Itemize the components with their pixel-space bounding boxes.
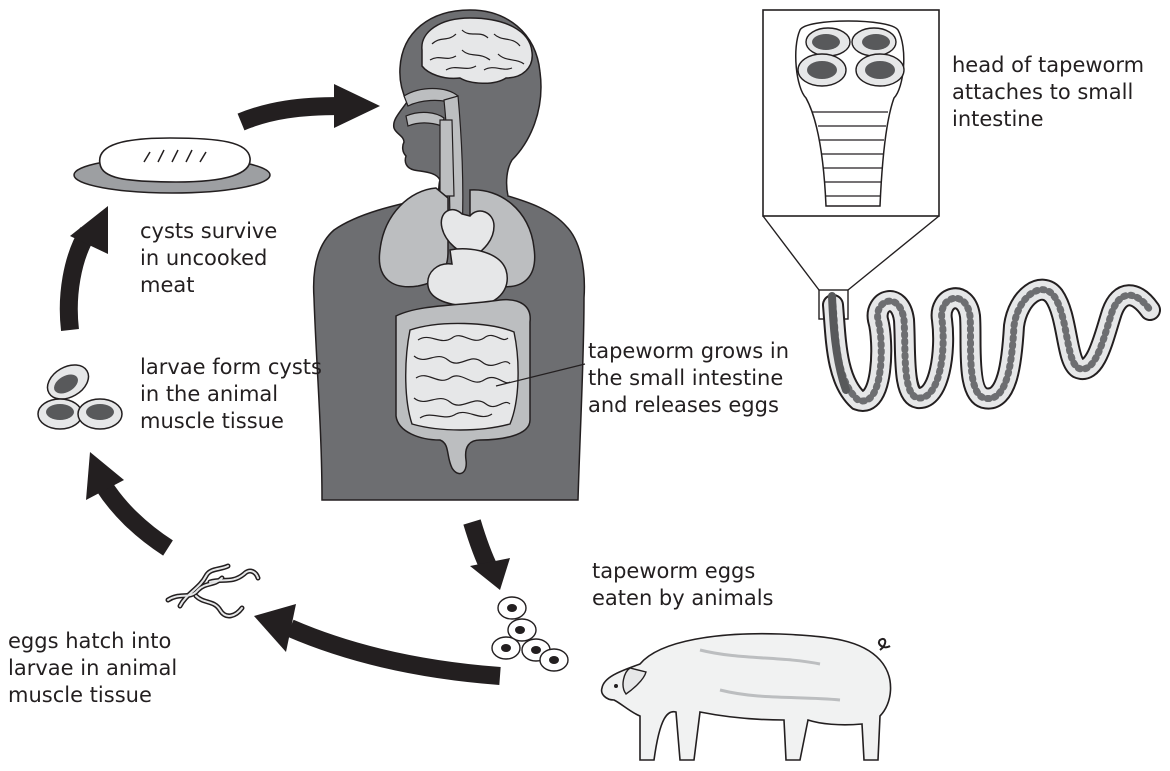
arrow-human-to-eggs [470, 522, 510, 590]
pig-body [602, 634, 891, 760]
egg-5 [540, 649, 568, 671]
label-tapeworm-grows: tapeworm grows in the small intestine an… [588, 338, 789, 419]
egg-1 [498, 597, 526, 619]
cyst-2 [38, 399, 82, 429]
egg-3 [492, 637, 520, 659]
zoom-line-right [848, 216, 939, 290]
sucker-2 [852, 28, 896, 56]
tapeworm-eggs [492, 597, 568, 671]
human-body [314, 10, 585, 500]
sucker-4 [856, 54, 904, 86]
label-larvae-form-cysts: larvae form cysts in the animal muscle t… [140, 354, 322, 435]
arrow-larvae-to-cysts [86, 452, 168, 548]
cyst-3 [78, 399, 122, 429]
cyst-1 [41, 358, 94, 406]
arrow-cysts-to-meat [69, 206, 108, 330]
trachea [440, 120, 454, 196]
meat-portion [100, 138, 250, 182]
sucker-3 [798, 54, 846, 86]
label-eggs-hatch: eggs hatch into larvae in animal muscle … [8, 628, 177, 709]
label-tapeworm-eggs: tapeworm eggs eaten by animals [592, 558, 773, 612]
pig [602, 634, 891, 760]
label-cysts-survive: cysts survive in uncooked meat [140, 218, 277, 299]
brain [422, 18, 532, 83]
cysts [38, 358, 122, 429]
uncooked-meat [74, 138, 270, 193]
larvae-highlight [168, 566, 258, 616]
tapeworm-body [832, 290, 1150, 401]
pig-tail [879, 639, 890, 650]
pig-eye [614, 684, 618, 688]
tapeworm-head-inset [763, 10, 939, 319]
zoom-line-left [763, 216, 819, 290]
sucker-1 [806, 28, 850, 56]
arrow-meat-to-human [241, 84, 380, 128]
arrow-pig-to-larvae [254, 604, 500, 676]
label-head-of-tapeworm: head of tapeworm attaches to small intes… [952, 52, 1144, 133]
